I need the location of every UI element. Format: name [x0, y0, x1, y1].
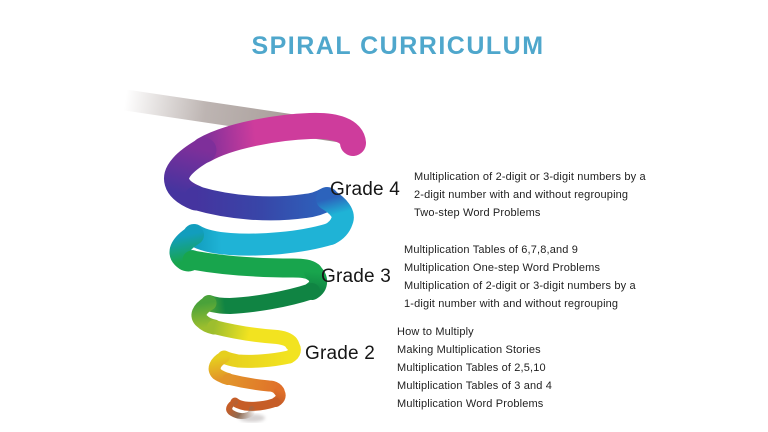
page-title: SPIRAL CURRICULUM: [251, 32, 545, 60]
spiral-segment-coil-yellow-return: [217, 350, 296, 368]
topic-line: 1-digit number with and without regroupi…: [404, 298, 619, 310]
spiral-segment-coil-dark-green: [201, 283, 320, 315]
topic-line: Multiplication Word Problems: [397, 398, 544, 410]
topic-line: How to Multiply: [397, 326, 474, 338]
topic-line: Multiplication Tables of 2,5,10: [397, 362, 546, 374]
spiral-segment-coil-blue: [184, 186, 339, 221]
topic-line: Multiplication Tables of 3 and 4: [397, 380, 553, 392]
spiral-segment-coil-orange: [222, 373, 285, 397]
spiral-segment-coil-cyan: [183, 223, 341, 256]
spiral-segment-tail: [226, 399, 255, 420]
grade-4-topics: Multiplication of 2-digit or 3-digit num…: [414, 168, 646, 222]
spiral-segment-coil-magenta: [191, 112, 366, 163]
spiral-segment-coil-green: [182, 250, 323, 282]
grade-3-label: Grade 3: [321, 266, 392, 287]
grade-3-topics: Multiplication Tables of 6,7,8,and 9 Mult…: [404, 241, 636, 313]
spiral-segment-coil-orange-return: [230, 397, 281, 411]
grade-4-label: Grade 4: [330, 179, 401, 200]
topic-line: Multiplication Tables of 6,7,8,and 9: [404, 244, 578, 256]
topic-line: Multiplication of 2-digit or 3-digit num…: [414, 171, 646, 183]
grade-2-label: Grade 2: [305, 343, 376, 364]
topic-line: Multiplication of 2-digit or 3-digit num…: [404, 280, 636, 292]
topic-line: Multiplication One-step Word Problems: [404, 262, 601, 274]
topic-line: 2-digit number with and without regroupi…: [414, 189, 629, 201]
spiral-segment-coil-yellow: [207, 320, 299, 351]
topic-line: Making Multiplication Stories: [397, 344, 541, 356]
topic-line: Two-step Word Problems: [414, 207, 541, 219]
